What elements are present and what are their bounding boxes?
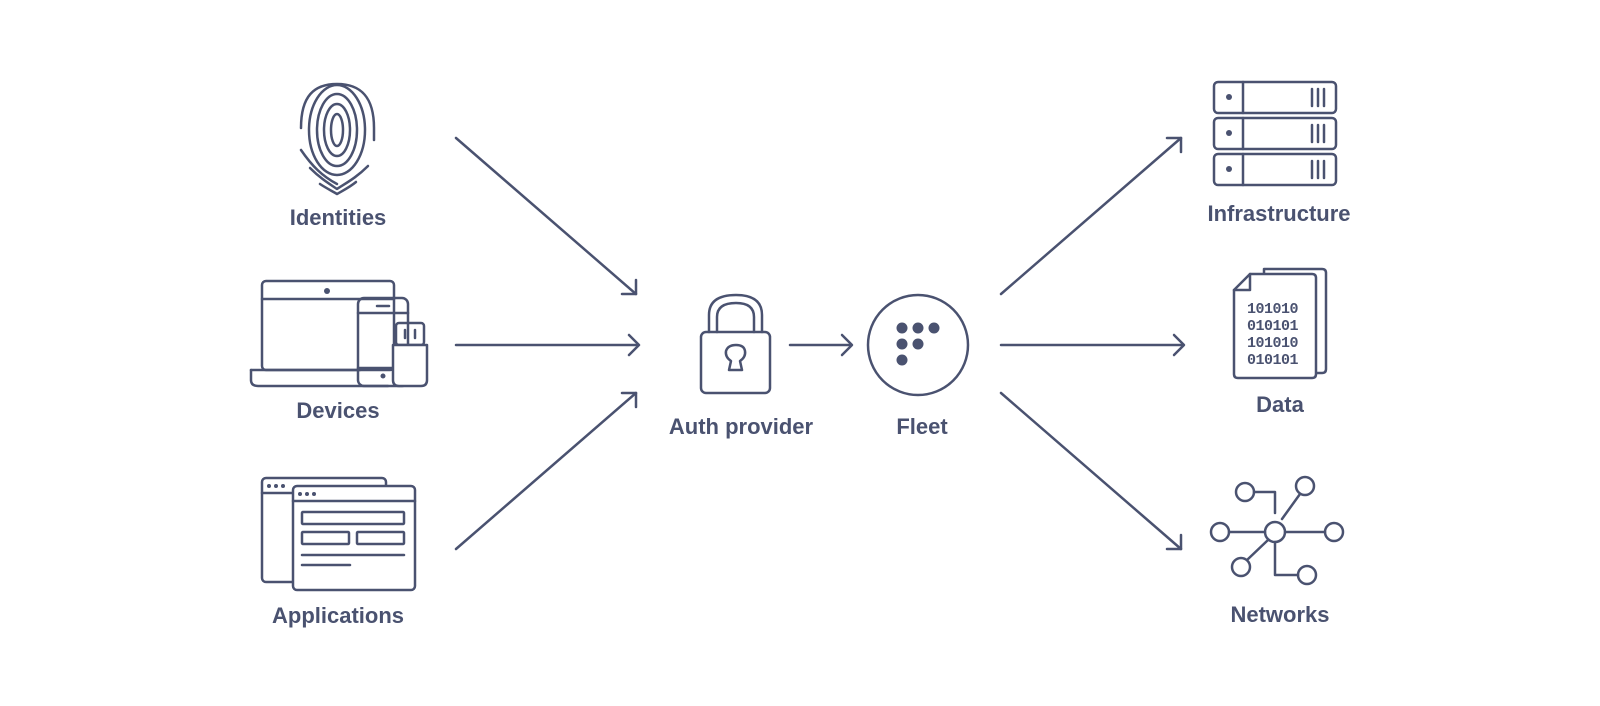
- server-rack-icon: [1212, 80, 1338, 187]
- fleet-logo-icon: [866, 293, 970, 397]
- applications-label: Applications: [271, 603, 405, 628]
- fingerprint-icon: [299, 82, 376, 196]
- binary-line-3: 101010: [1247, 335, 1299, 352]
- arrow-identities-to-auth: [454, 136, 638, 296]
- identities-label: Identities: [289, 205, 387, 230]
- binary-document-icon: 101010 010101 101010 010101: [1232, 267, 1328, 380]
- arrow-fleet-to-infrastructure: [999, 136, 1183, 296]
- arrow-applications-to-auth: [454, 391, 638, 551]
- fleet-label: Fleet: [896, 414, 948, 439]
- binary-line-4: 010101: [1247, 352, 1299, 369]
- arrow-fleet-to-networks: [999, 391, 1183, 551]
- binary-line-1: 101010: [1247, 301, 1299, 318]
- network-nodes-icon: [1209, 475, 1345, 586]
- arrow-fleet-to-data: [999, 333, 1186, 357]
- application-windows-icon: [260, 476, 417, 592]
- binary-line-2: 010101: [1247, 318, 1299, 335]
- devices-icon: [249, 279, 429, 388]
- data-label: Data: [1256, 392, 1304, 417]
- auth-provider-label: Auth provider: [668, 414, 814, 439]
- devices-label: Devices: [296, 398, 380, 423]
- arrow-devices-to-auth: [454, 333, 641, 357]
- infrastructure-label: Infrastructure: [1207, 201, 1351, 226]
- padlock-icon: [699, 293, 772, 395]
- networks-label: Networks: [1230, 602, 1330, 627]
- arrow-auth-to-fleet: [788, 333, 854, 357]
